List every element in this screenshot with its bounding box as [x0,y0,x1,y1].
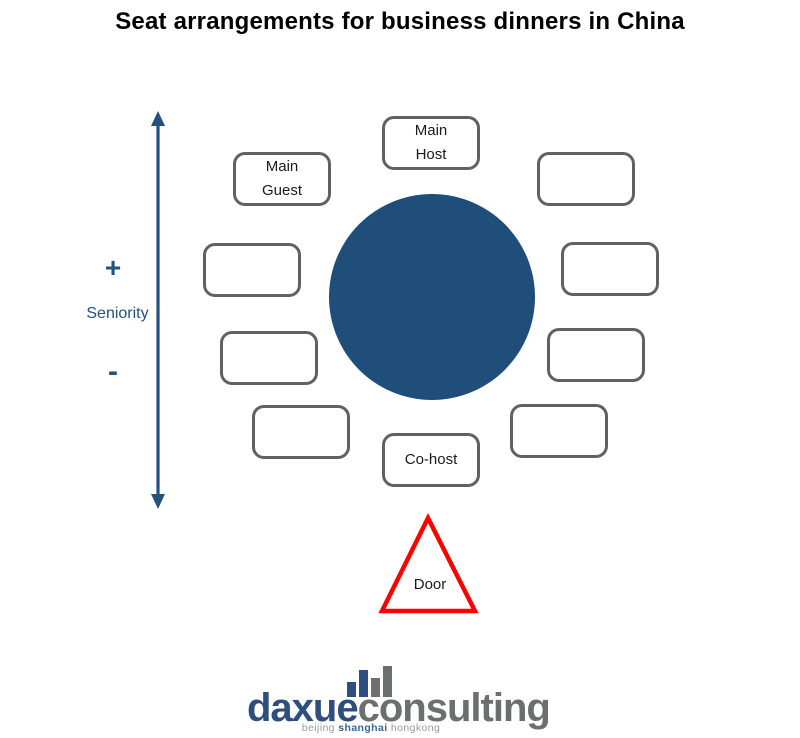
seat-empty-right-top [537,152,635,206]
page-title: Seat arrangements for business dinners i… [115,8,685,35]
dining-table-circle [329,194,535,400]
tagline-hongkong: hongkong [390,722,441,734]
seniority-label: Seniority [86,305,149,322]
seniority-minus-label: - [108,355,118,388]
seat-label: Main [414,122,448,139]
tagline-shanghai: shanghai [338,722,388,734]
logo-tagline: beijing shanghai hongkong [296,722,446,734]
seniority-arrow [151,111,165,509]
logo-wordmark: daxueconsulting [247,688,551,728]
seat-label: Main [265,158,299,175]
seat-label: Host [415,146,447,163]
door-triangle-icon [378,512,479,614]
seat-empty-bottom-right [510,404,608,458]
seat-label: Guest [261,182,303,199]
seat-empty-left-lower [220,331,318,385]
seat-empty-right-lower [547,328,645,382]
seat-empty-bottom-left [252,405,350,459]
seat-empty-left-middle [203,243,301,297]
logo-text-daxue: daxue [247,686,359,730]
arrow-down-icon [151,494,165,509]
tagline-beijing: beijing [301,722,335,734]
arrow-up-icon [151,111,165,126]
seniority-plus-label: + [104,252,122,283]
seat-label: Co-host [404,451,458,468]
logo-bar-chart-icon [347,666,393,697]
seat-main-guest: Main Guest [233,152,331,206]
logo-text-consulting: consulting [357,686,551,730]
door-label: Door [413,576,447,593]
seat-co-host: Co-host [382,433,480,487]
seat-empty-right-middle [561,242,659,296]
seat-main-host: Main Host [382,116,480,170]
